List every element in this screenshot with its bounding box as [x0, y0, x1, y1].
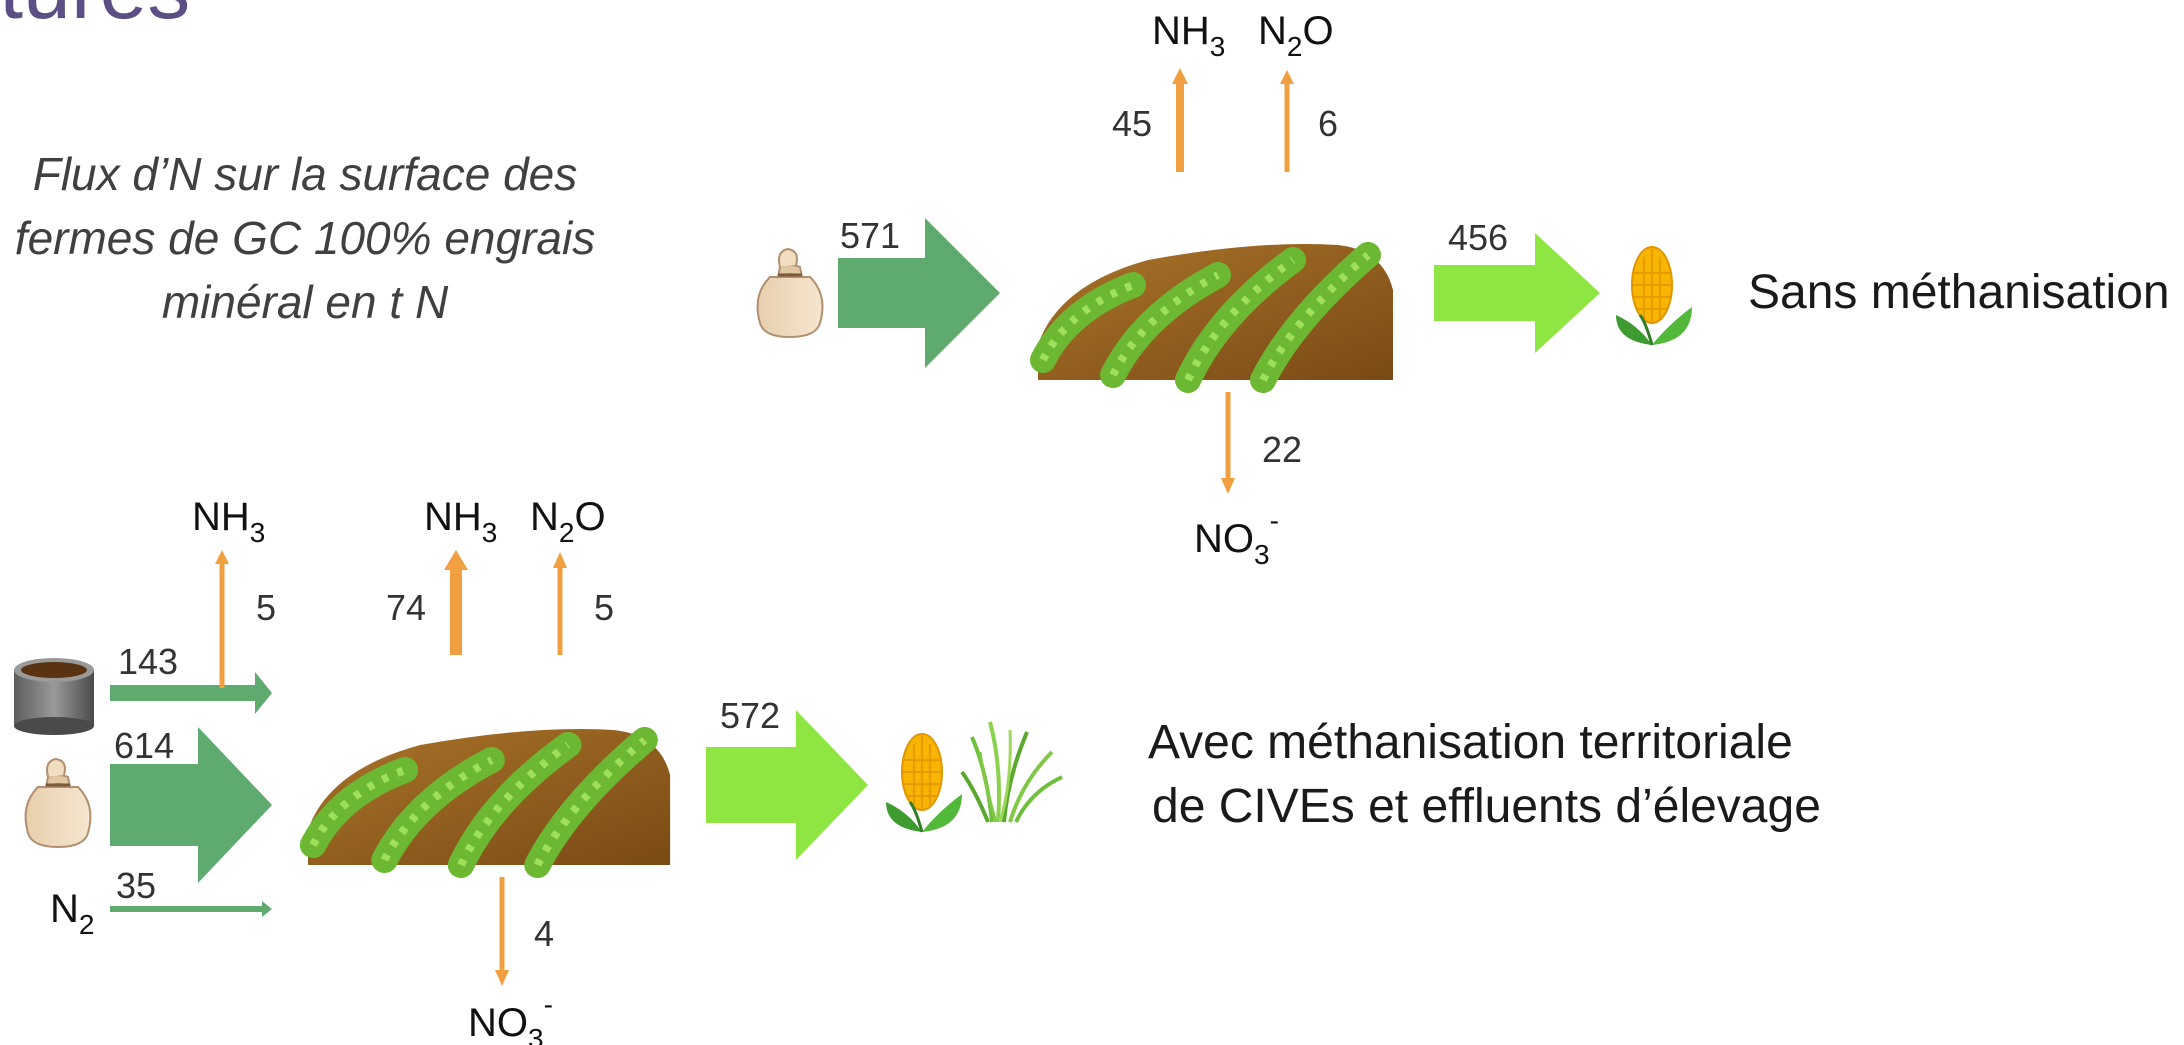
field-icon — [308, 729, 670, 865]
no3-loss-value: 4 — [534, 913, 554, 954]
nh3-label: NH3 — [424, 495, 497, 548]
scenario-bottom-label-line-2: de CIVEs et effluents d’élevage — [1152, 780, 1821, 833]
scenario-bottom: N2 143 5 NH3 614 35 74 NH3 5 N2O 4 NO3- … — [14, 495, 1821, 1045]
page-title: ltures — [0, 0, 190, 37]
caption-line-2: fermes de GC 100% engrais — [15, 212, 595, 264]
fertilizer-bag-icon — [24, 757, 92, 849]
crop-output-value: 456 — [1448, 217, 1508, 258]
caption-line-3: minéral en t N — [162, 276, 449, 328]
crop-output-arrow — [1434, 233, 1600, 353]
mineral-fertilizer-input-arrow — [110, 727, 272, 883]
digestate-input-arrow — [110, 672, 272, 714]
mineral-fertilizer-input-arrow — [838, 218, 1000, 368]
fixation-input-arrow — [110, 901, 272, 917]
no3-label: NO3- — [1194, 505, 1279, 570]
digestate-input-value: 143 — [118, 641, 178, 682]
caption-line-1: Flux d’N sur la surface des — [33, 148, 578, 200]
mineral-input-value: 571 — [840, 215, 900, 256]
nh3-loss-value: 74 — [386, 587, 426, 628]
scenario-bottom-label-line-1: Avec méthanisation territoriale — [1148, 716, 1793, 769]
crop-output-arrow — [706, 710, 868, 860]
fertilizer-bag-icon — [756, 247, 824, 339]
nh3-label: NH3 — [1152, 9, 1225, 62]
field-icon — [1038, 244, 1393, 380]
n2o-loss-value: 5 — [594, 587, 614, 628]
scenario-top-label: Sans méthanisation — [1748, 266, 2170, 319]
n2o-label: N2O — [1258, 9, 1334, 62]
no3-label: NO3- — [468, 989, 553, 1045]
slurry-tank-icon — [14, 658, 94, 735]
nh3-loss-value: 45 — [1112, 103, 1152, 144]
scenario-top: 571 45 6 NH3 N2O 22 NO3- 456 Sans méthan… — [756, 9, 2170, 570]
corn-icon — [884, 732, 964, 834]
no3-loss-value: 22 — [1262, 429, 1302, 470]
diagram-caption: Flux d’N sur la surface des fermes de GC… — [15, 148, 595, 328]
grass-icon — [960, 720, 1064, 824]
n2o-loss-value: 6 — [1318, 103, 1338, 144]
n2o-label: N2O — [530, 495, 606, 548]
digestate-nh3-value: 5 — [256, 587, 276, 628]
digestate-nh3-label: NH3 — [192, 495, 265, 548]
crop-output-value: 572 — [720, 695, 780, 736]
corn-icon — [1614, 245, 1694, 347]
n2-label: N2 — [50, 887, 94, 940]
fixation-input-value: 35 — [116, 865, 156, 906]
mineral-input-value: 614 — [114, 725, 174, 766]
